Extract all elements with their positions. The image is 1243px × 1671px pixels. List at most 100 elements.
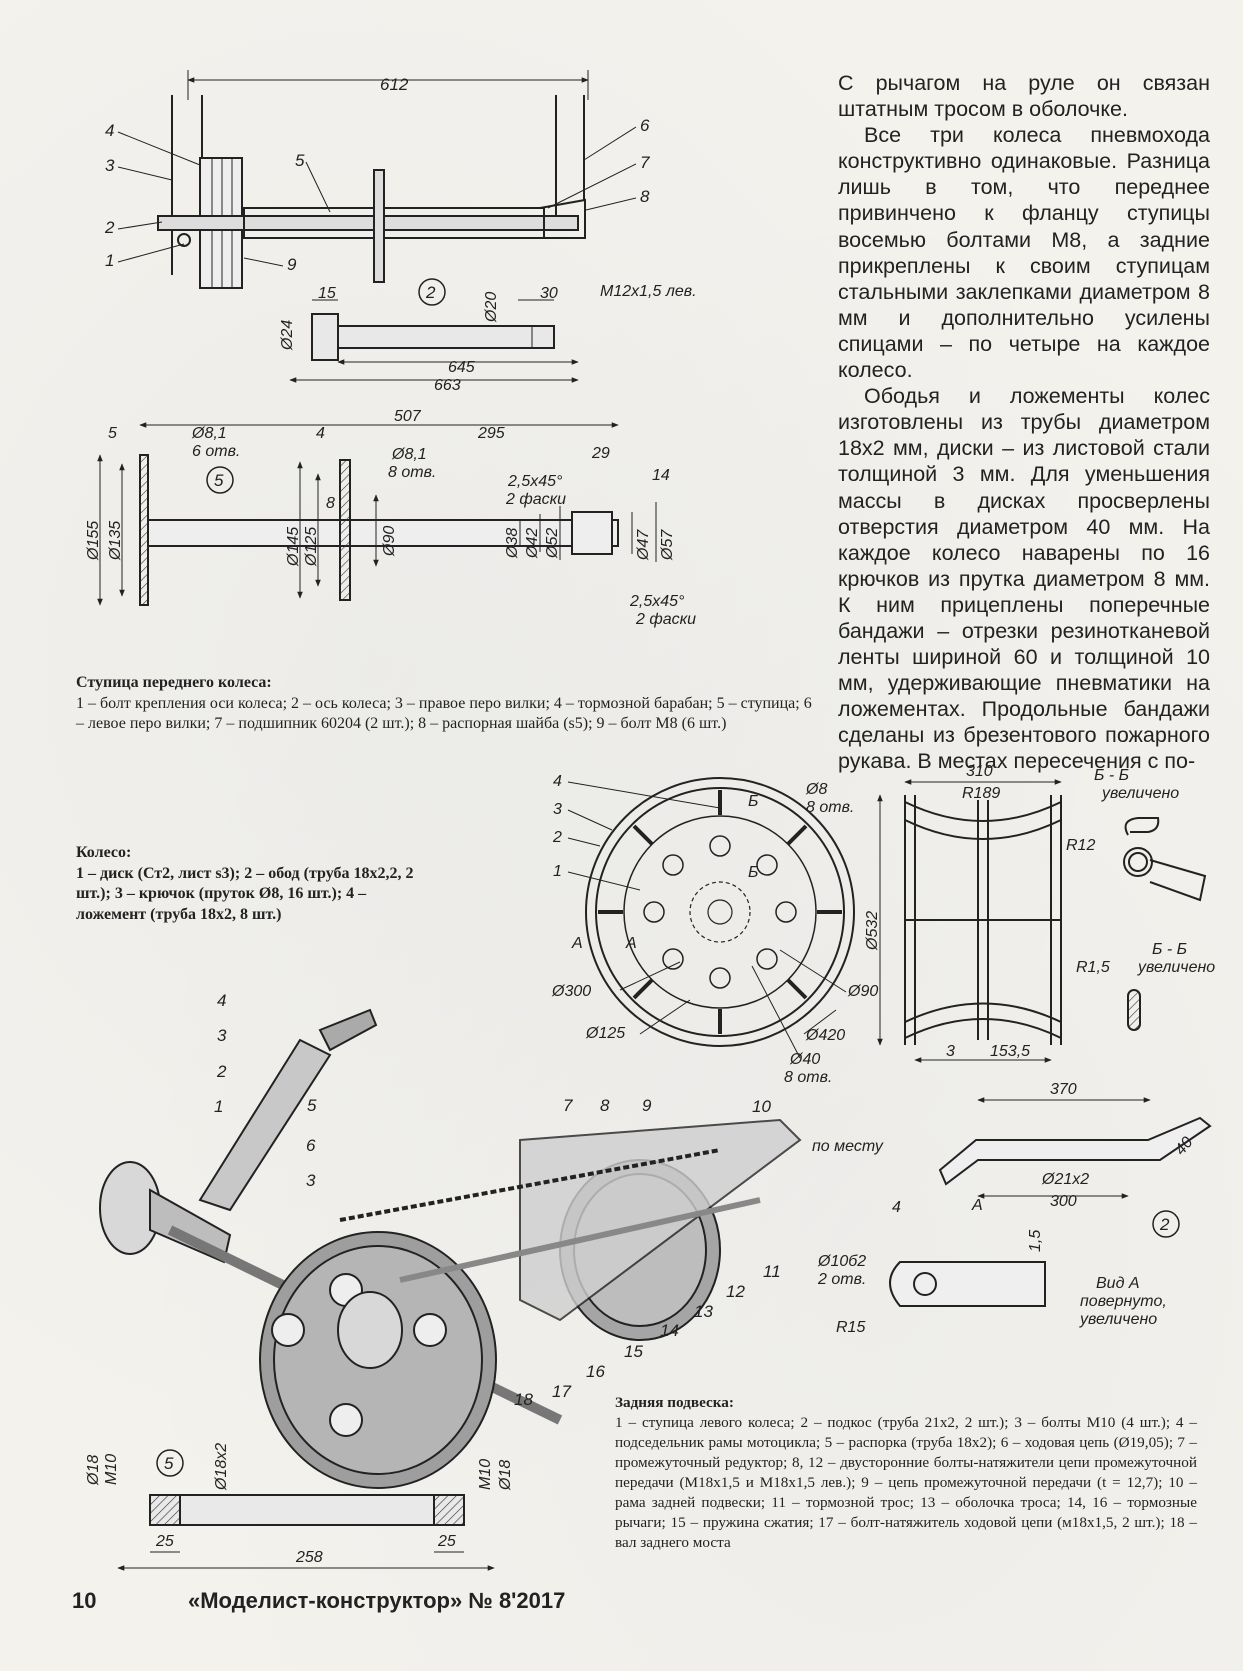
brace-figure-number: 2 [1159,1215,1170,1234]
hub-body-labels: 5 507 5 Ø8,1 6 отв. 4 295 Ø8,1 8 отв. 29… [85,408,696,628]
rear-callout-3b: 3 [306,1171,316,1190]
dim-d145: Ø145 [285,527,302,567]
callout-7: 7 [640,153,650,172]
rear-suspension-caption-text: 1 – ступица левого колеса; 2 – подкос (т… [615,1414,1197,1551]
dim-d135: Ø135 [107,521,124,561]
rear-suspension-caption-title: Задняя подвеска: [615,1394,734,1411]
dim-8: 8 [326,495,335,512]
chamfer-1: 2,5x45° [507,473,563,490]
dim-300: 300 [1050,1193,1077,1210]
axle-figure-number: 2 [425,283,436,302]
article-paragraph-3: Ободья и ложементы колес изготовлены из … [838,384,1210,774]
dim-m10-a: M10 [103,1454,120,1485]
dim-258: 258 [295,1549,323,1566]
dim-d18-a: Ø18 [85,1455,102,1486]
wheel-labels: 4 3 2 1 Б Б Ø8 8 отв. А А Ø300 Ø125 Ø40 … [551,773,878,1086]
rear-callout-14: 14 [660,1321,679,1340]
callout-6: 6 [640,116,650,135]
dim-d18x2: Ø18x2 [213,1443,230,1491]
section-mark-b-2: Б [748,864,758,881]
callout-3: 3 [105,156,115,175]
dim-d8: Ø8 [805,781,827,798]
dim-645: 645 [448,359,475,376]
rear-callout-3: 3 [217,1026,227,1045]
section-bb2-title: Б - Б [1152,941,1187,958]
front-hub-labels: 612 4 3 5 2 1 9 6 7 8 [104,75,650,274]
section-bb-title: Б - Б [1094,767,1129,784]
page-number: 10 [72,1588,97,1613]
rear-callout-10: 10 [752,1097,771,1116]
dim-d8-1-a: Ø8,1 [191,425,227,442]
journal-title: «Моделист-конструктор» № 8'2017 [188,1588,566,1613]
dim-d420: Ø420 [805,1027,845,1044]
dim-m10-b: M10 [477,1459,494,1490]
rear-callout-7: 7 [563,1096,573,1115]
wheel-leaders [567,781,847,1059]
hub-body-figure-number: 5 [214,471,224,490]
rear-callout-13: 13 [694,1302,713,1321]
hub-body-figure [97,422,657,606]
dim-612: 612 [380,75,409,94]
axle-labels: 2 15 30 M12x1,5 лев. Ø24 Ø20 645 663 [279,283,697,394]
dim-d8-1-b: Ø8,1 [391,446,427,463]
dim-d125-wheel: Ø125 [585,1025,625,1042]
chamfer-2-count: 2 фаски [635,611,696,628]
dim-4-brace: 4 [892,1199,901,1216]
rear-callout-11: 11 [763,1262,781,1281]
view-a-title: Вид А [1096,1275,1140,1292]
section-bb-enlarged: увеличено [1101,785,1179,802]
dim-d57: Ø57 [659,529,676,561]
rear-suspension-caption: Задняя подвеска: 1 – ступица левого коле… [615,1393,1197,1553]
dim-30: 30 [540,285,558,302]
rear-callout-12: 12 [726,1282,745,1301]
dim-d24: Ø24 [279,320,296,351]
rear-suspension-figure [99,1008,802,1489]
dim-d125: Ø125 [303,527,320,567]
rear-callout-15: 15 [624,1342,643,1361]
dim-r15: R15 [836,1319,865,1336]
dim-d42: Ø42 [524,528,541,559]
front-hub-caption-title: Ступица переднего колеса: [76,674,272,691]
rear-callout-18: 18 [514,1390,533,1409]
section-mark-a-2: А [625,935,637,952]
dim-d155: Ø155 [85,521,102,561]
article-paragraph-1: С рычагом на руле он связан штатным трос… [838,71,1210,122]
dim-d38: Ø38 [504,528,521,559]
dim-d90: Ø90 [381,526,398,557]
view-a-rotated: повернуто, [1080,1293,1167,1310]
dim-d532: Ø532 [864,911,881,951]
callout-4: 4 [105,121,114,140]
dim-663: 663 [434,377,461,394]
wheel-side-view [877,779,1062,1063]
dim-3: 3 [946,1043,955,1060]
dim-r1-5: R1,5 [1076,959,1110,976]
dim-d300: Ø300 [551,983,591,1000]
wheel-figure [585,777,855,1047]
rear-callout-1: 1 [214,1097,223,1116]
chamfer-2: 2,5x45° [629,593,685,610]
holes-2: 2 отв. [817,1271,866,1288]
rear-callout-5: 5 [307,1096,317,1115]
axle-figure [289,278,579,383]
wheel-callout-1: 1 [553,863,562,880]
dim-d20: Ø20 [483,292,500,323]
rear-callout-9: 9 [642,1096,652,1115]
spacer-labels: Ø18 M10 5 Ø18x2 M10 Ø18 25 25 258 [85,1443,514,1566]
dim-310: 310 [966,763,993,780]
dim-14: 14 [652,467,670,484]
view-a-enlarged: увеличено [1079,1311,1157,1328]
section-bb [1123,817,1207,1031]
dim-d18-b: Ø18 [497,1460,514,1491]
holes-8-d40: 8 отв. [784,1069,832,1086]
dim-29: 29 [591,445,610,462]
spacer-figure [117,1449,495,1571]
front-hub-assembly-figure [157,70,589,289]
dim-25-b: 25 [437,1533,456,1550]
in-place-note: по месту [812,1138,884,1155]
wheel-caption: Колесо: 1 – диск (Ст2, лист s3); 2 – обо… [76,843,426,925]
callout-9: 9 [287,255,297,274]
front-hub-caption-text: 1 – болт крепления оси колеса; 2 – ось к… [76,694,812,733]
dim-15: 15 [318,285,336,302]
